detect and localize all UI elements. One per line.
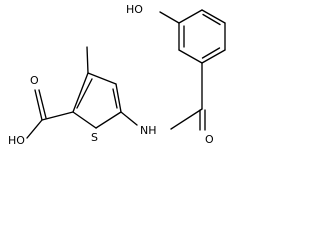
acid-hydroxyl-label: HO (8, 134, 25, 147)
acid-carbonyl-bond-right (38, 89, 47, 119)
thiophene-bond-2 (115, 83, 122, 113)
thiophene-bond-3 (95, 111, 122, 129)
methyl-bond (86, 46, 89, 74)
phenol-hydroxyl-label: HO (126, 3, 143, 16)
phenol-oh-bond (159, 11, 180, 24)
thiophene-bond-5 (72, 72, 89, 113)
acid-oxygen-label: O (30, 74, 39, 87)
thiophene-ring (72, 72, 122, 129)
acid-carbon-bond (41, 111, 74, 121)
thiophene-bond-1 (87, 72, 117, 85)
benzene-double-bond-2 (201, 47, 221, 59)
chemical-structure-diagram: HO O NH S O HO (8, 3, 226, 147)
benzene-bond-4 (178, 49, 203, 64)
benzene-double-bond-1 (202, 13, 221, 26)
nh-to-thiophene-bond (120, 111, 138, 126)
thiophene-double-bond-1 (76, 78, 93, 109)
chemical-structure-canvas: HO O NH S O HO (8, 3, 226, 147)
thiophene-double-bond-2 (112, 88, 118, 109)
benzene-ring (178, 9, 226, 64)
benzene-bond-1 (201, 9, 226, 24)
acid-hydroxyl-bond (26, 119, 43, 139)
acid-carbonyl-bond-left (34, 89, 43, 121)
amide-c-n-bond (170, 108, 203, 130)
amide-nitrogen-label: NH (140, 124, 157, 137)
benzene-bond-3 (201, 49, 226, 64)
amide-oxygen-label: O (205, 133, 214, 146)
benzene-bond-6 (178, 9, 203, 24)
thiophene-sulfur-label: S (91, 131, 98, 144)
thiophene-bond-4 (72, 111, 97, 129)
